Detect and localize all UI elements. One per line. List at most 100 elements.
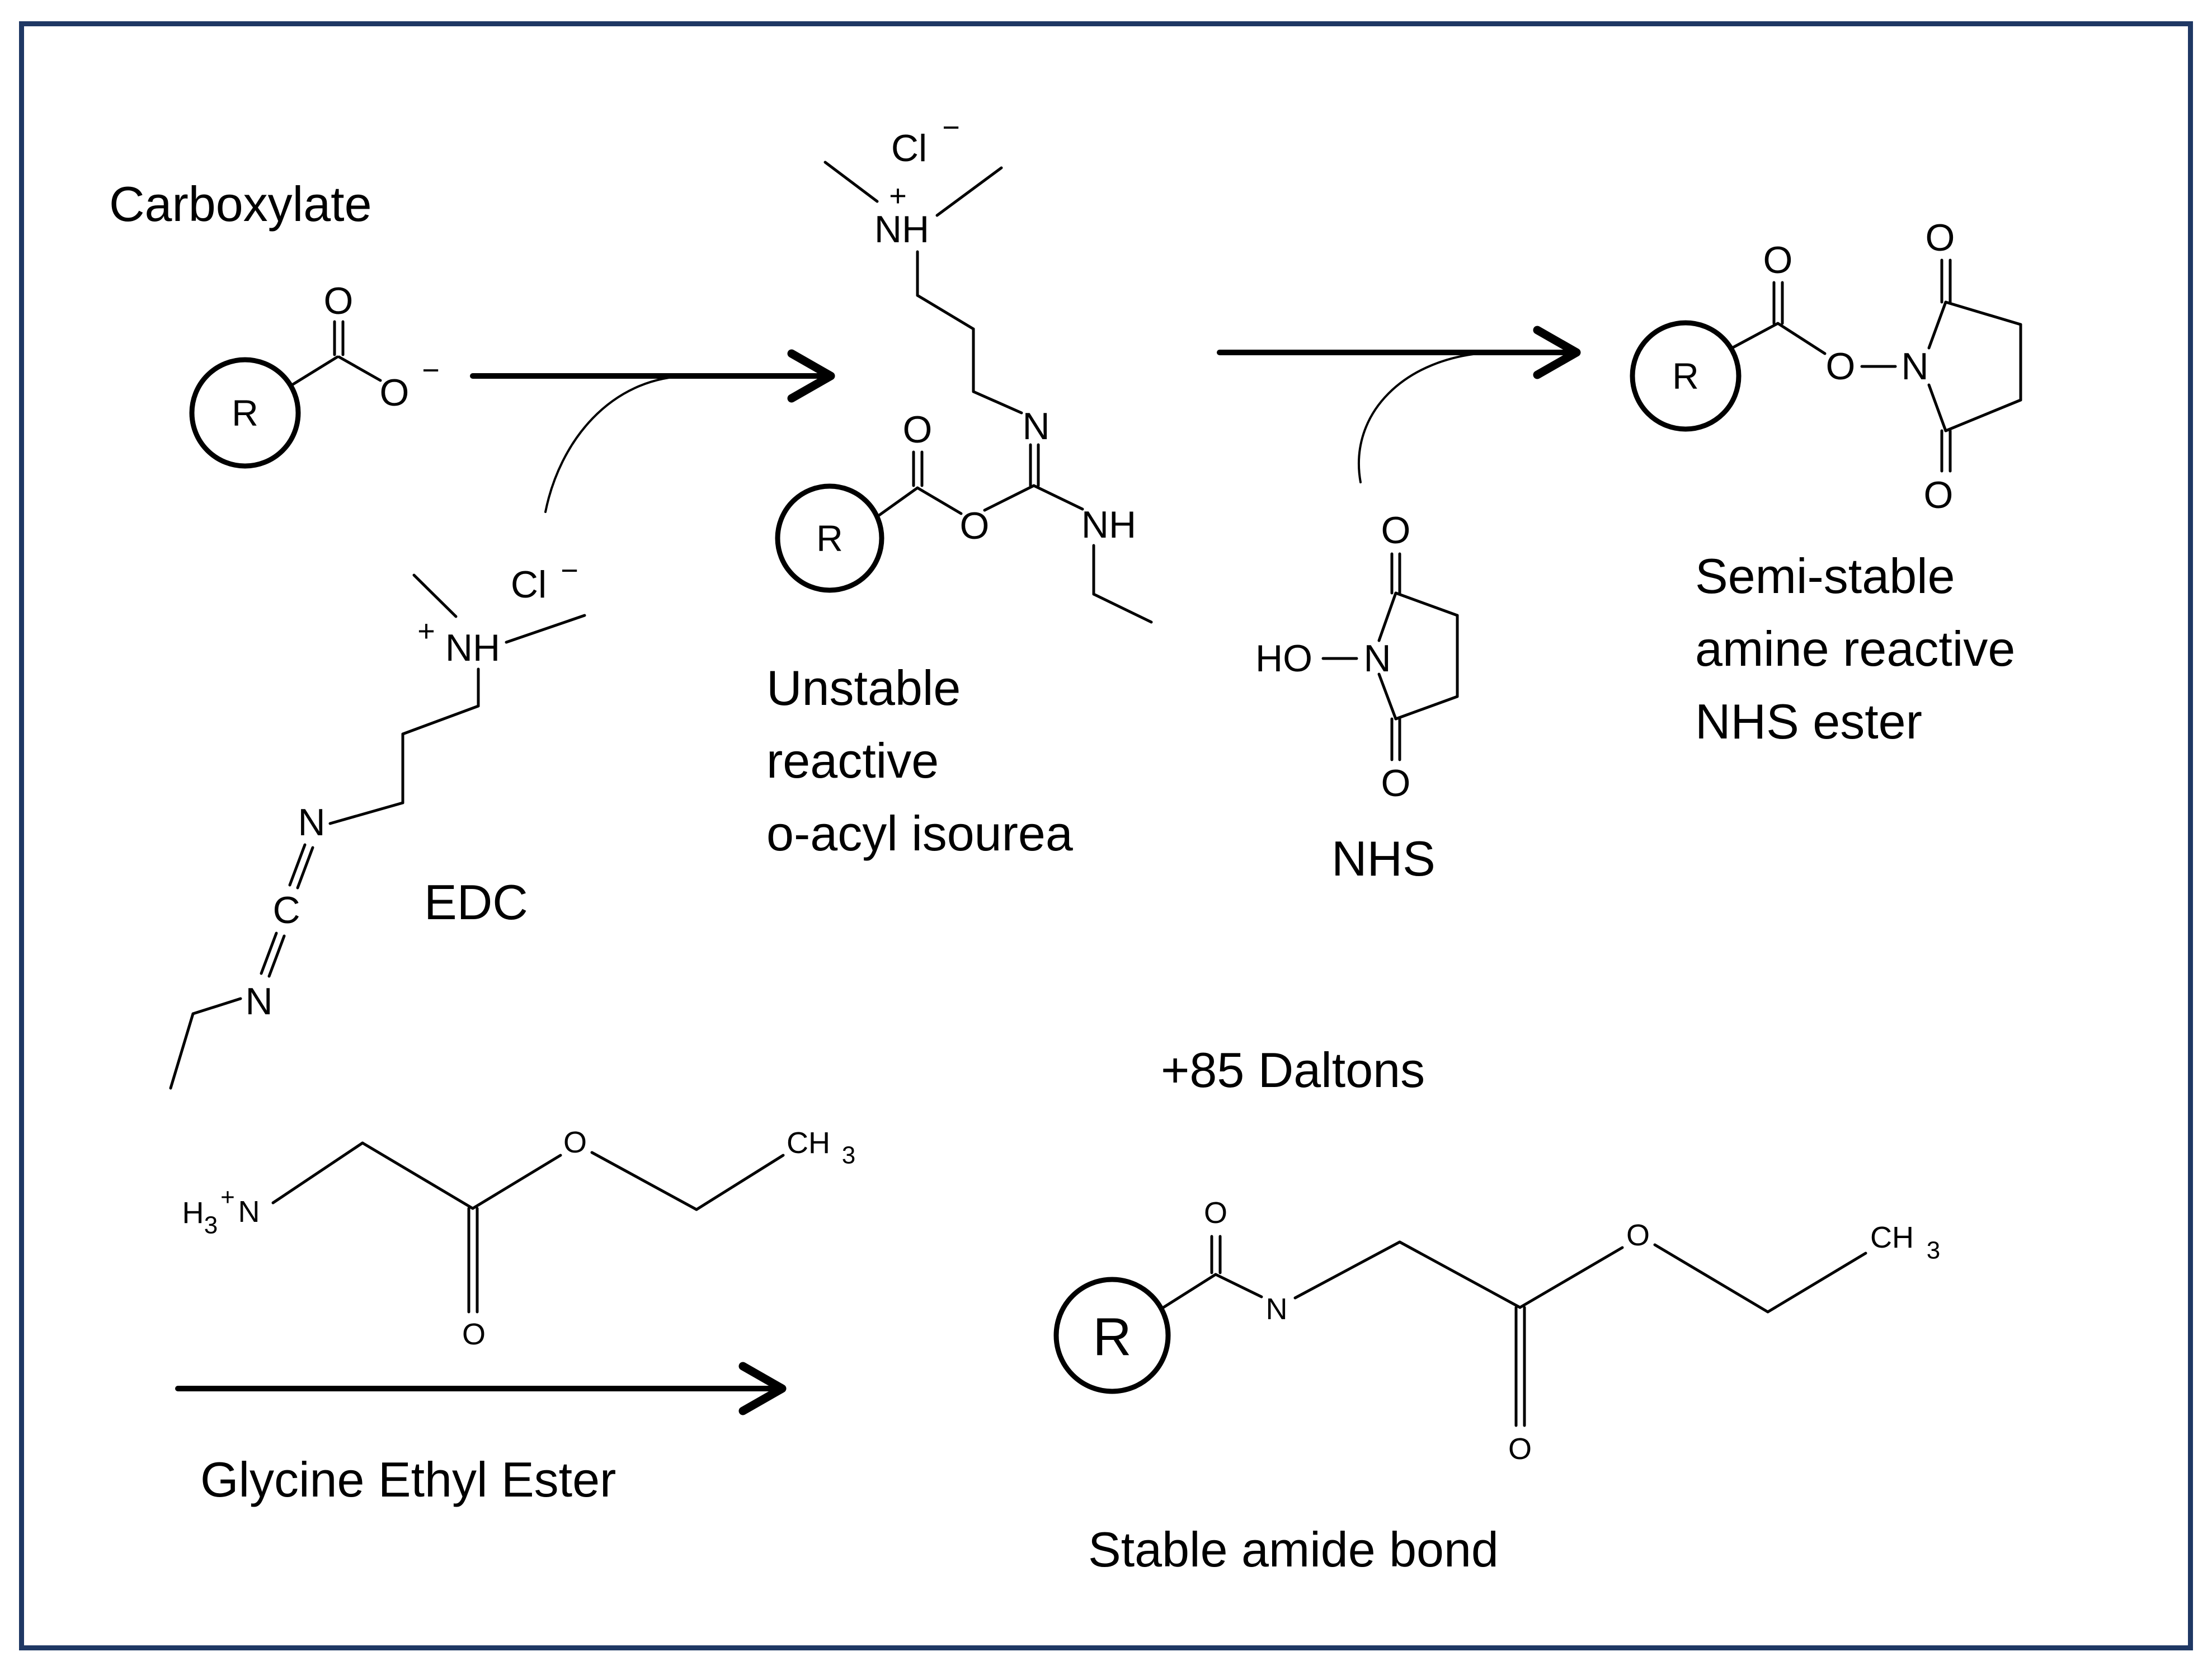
bond (590, 1151, 698, 1211)
bond (1214, 1273, 1263, 1298)
bond (169, 1012, 195, 1090)
bond (1518, 1246, 1624, 1309)
charge-minus: − (561, 554, 578, 587)
r-group-circle (1630, 320, 1742, 432)
subscript-3: 3 (1927, 1237, 1940, 1264)
atom-oxygen: O (563, 1126, 587, 1159)
bond (296, 846, 314, 890)
bond (260, 931, 278, 975)
bond (361, 1141, 474, 1210)
atom-carbon: C (272, 889, 300, 931)
r-group-label: R (1672, 355, 1699, 397)
label-edc: EDC (424, 874, 528, 930)
chloride-ion: Cl (891, 127, 927, 170)
atom-oxygen: O (1926, 217, 1955, 259)
charge-minus: − (942, 111, 960, 144)
bond (1398, 1240, 1522, 1309)
edc-structure: Cl − + NH N C N (169, 554, 586, 1090)
bond (191, 997, 242, 1015)
r-group-circle (775, 483, 884, 593)
charge-minus: − (422, 354, 440, 387)
bond (271, 1141, 364, 1205)
subscript-3: 3 (842, 1142, 855, 1169)
bond (695, 1154, 785, 1211)
label-isourea-line-3: o-acyl isourea (766, 806, 1073, 861)
bond (288, 843, 307, 887)
label-nhs-ester-line-2: amine reactive (1695, 621, 2016, 676)
atom-nitrogen: N (298, 801, 325, 844)
atom-methyl: CH (1870, 1221, 1914, 1254)
chloride-ion: Cl (511, 563, 547, 606)
bond (505, 614, 586, 644)
label-stable-amide-bond: Stable amide bond (1088, 1522, 1499, 1577)
nhs-entry-curve (1357, 351, 1492, 483)
atom-oxygen: O (903, 408, 933, 451)
label-nhs: NHS (1331, 831, 1436, 886)
bond (1944, 300, 2022, 326)
bond (916, 294, 975, 331)
r-group-label: R (1093, 1307, 1131, 1367)
edc-entry-curve (544, 375, 689, 513)
atom-oxygen: O (462, 1318, 486, 1351)
atom-oxygen: O (324, 280, 354, 322)
bond (877, 486, 919, 517)
atom-oxygen: O (960, 505, 990, 547)
label-carboxylate: Carboxylate (109, 176, 372, 232)
label-nhs-ester-line-3: NHS ester (1695, 694, 1922, 749)
atom-oxygen: O (1204, 1196, 1227, 1230)
bond (471, 1154, 562, 1210)
bond (916, 486, 963, 515)
atom-nitrogen: N (245, 980, 272, 1023)
bond (1394, 695, 1459, 721)
bond (328, 801, 404, 825)
nhs-ester-structure: R O O N O O (1630, 217, 2022, 516)
bond (290, 355, 339, 387)
bond (1730, 322, 1780, 350)
bond (1293, 1240, 1401, 1300)
atom-oxygen: O (1508, 1432, 1532, 1466)
label-isourea-line-1: Unstable (766, 660, 961, 716)
atom-amine-nh: NH (1081, 504, 1136, 546)
bond (1653, 1243, 1769, 1314)
charge-plus: + (220, 1184, 235, 1211)
atom-nitrogen: N (1901, 345, 1928, 388)
charge-plus: + (889, 179, 907, 213)
bond (337, 355, 382, 382)
atom-oxygen: O (380, 371, 410, 414)
atom-oxygen: O (1626, 1218, 1650, 1252)
atom-nitrogen: N (1022, 405, 1049, 448)
bond (1927, 383, 1947, 432)
atom-oxygen: O (1826, 345, 1856, 388)
label-isourea-line-2: reactive (766, 733, 939, 788)
atom-oxygen: O (1924, 474, 1954, 516)
bond (1032, 484, 1084, 511)
amide-product-structure: R O N O O CH 3 (1053, 1196, 1940, 1466)
glycine-ester-structure: H 3 + N O O CH 3 (182, 1126, 856, 1351)
atom-methyl: CH (787, 1126, 830, 1160)
bond (1776, 322, 1827, 355)
bond (935, 166, 1003, 217)
r-group-circle (189, 357, 301, 469)
atom-ammonium: NH (445, 627, 500, 669)
label-mass-shift: +85 Daltons (1161, 1042, 1425, 1098)
bond (267, 934, 286, 978)
bond (412, 573, 458, 618)
label-nhs-ester-line-1: Semi-stable (1695, 548, 1955, 604)
subscript-3: 3 (204, 1212, 218, 1239)
bond (1927, 300, 1947, 350)
atom-nitrogen: N (238, 1195, 260, 1229)
bond (1377, 591, 1397, 642)
atom-nitrogen: N (1266, 1292, 1288, 1326)
bond (1161, 1273, 1217, 1310)
atom-hydrogen: H (182, 1196, 204, 1230)
atom-oxygen: O (1763, 239, 1793, 281)
r-group-label: R (816, 517, 843, 559)
bond (983, 484, 1036, 512)
atom-nitrogen: N (1363, 637, 1391, 680)
atom-oxygen: O (1381, 509, 1411, 552)
bond (1766, 1251, 1867, 1314)
bond (1394, 591, 1459, 617)
bond (823, 161, 879, 203)
isourea-structure: Cl − + NH N NH O O R (775, 111, 1153, 624)
charge-plus: + (417, 614, 435, 648)
